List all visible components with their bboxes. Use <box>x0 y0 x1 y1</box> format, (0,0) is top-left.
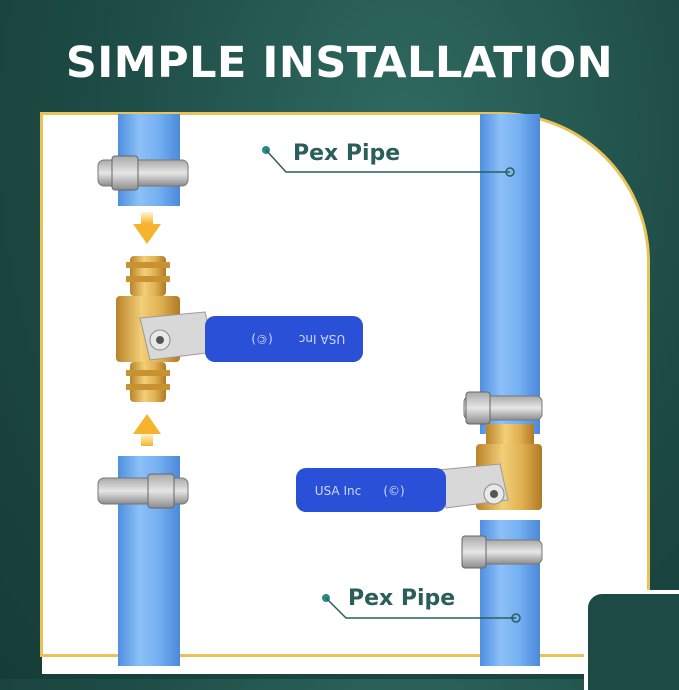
right-clamp-bottom <box>461 535 543 569</box>
right-pipe-top <box>480 114 540 434</box>
callout-line-bottom <box>322 594 521 623</box>
right-valve <box>296 424 542 512</box>
callout-line-top <box>262 146 515 177</box>
arrow-down-icon <box>133 212 161 244</box>
left-valve <box>116 256 363 402</box>
arrow-up-icon <box>133 414 161 446</box>
right-handle-text-flat: USA Inc <box>315 484 361 498</box>
pex-pipe-label-top: Pex Pipe <box>293 141 401 166</box>
left-handle-text: USA Inc <box>299 332 345 346</box>
right-handle-mark: (©) <box>383 484 404 498</box>
page-title: SIMPLE INSTALLATION <box>65 38 614 88</box>
panel-border <box>40 112 650 657</box>
left-handle-mark: (©) <box>251 332 272 346</box>
right-clamp-top <box>463 391 543 425</box>
left-clamp-top <box>97 155 189 191</box>
left-clamp-bottom <box>97 473 189 509</box>
corner-tab <box>584 590 679 690</box>
pex-pipe-label-bottom: Pex Pipe <box>348 586 456 611</box>
